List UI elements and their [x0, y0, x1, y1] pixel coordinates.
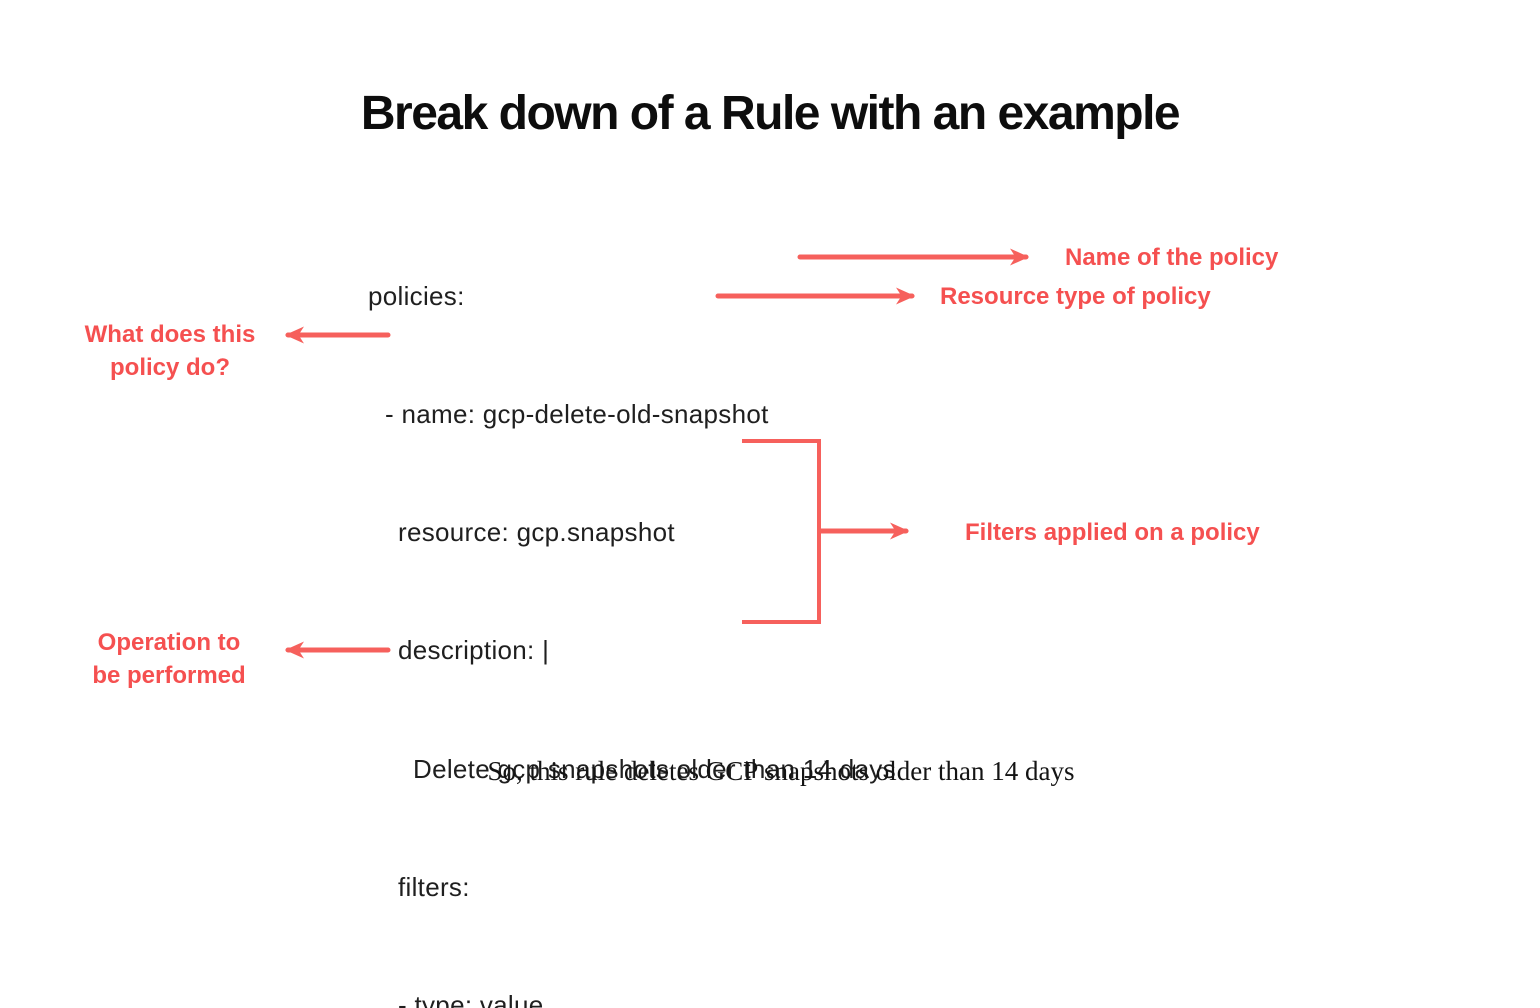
yaml-line: - type: value — [398, 990, 544, 1008]
yaml-line: resource: gcp.snapshot — [398, 517, 675, 548]
yaml-line: description: | — [398, 635, 550, 666]
filters-applied-label: Filters applied on a policy — [965, 519, 1260, 546]
yaml-code-block: policies: - name: gcp-delete-old-snapsho… — [368, 198, 896, 1008]
yaml-line: - name: gcp-delete-old-snapshot — [385, 399, 769, 430]
policy-description-label: What does this policy do? — [84, 321, 256, 381]
name-of-policy-label: Name of the policy — [1065, 244, 1279, 271]
diagram-title: Break down of a Rule with an example — [360, 87, 1181, 140]
yaml-line: filters: — [398, 871, 470, 902]
operation-performed-label: Operation to be performed — [92, 629, 246, 689]
conclusion-caption: So, this rule deletes GCP snapshots olde… — [487, 756, 1075, 786]
yaml-line: policies: — [368, 280, 465, 311]
resource-type-label: Resource type of policy — [940, 283, 1211, 310]
yaml-line: Delete gcp snapshots older than 14 days — [413, 753, 896, 784]
